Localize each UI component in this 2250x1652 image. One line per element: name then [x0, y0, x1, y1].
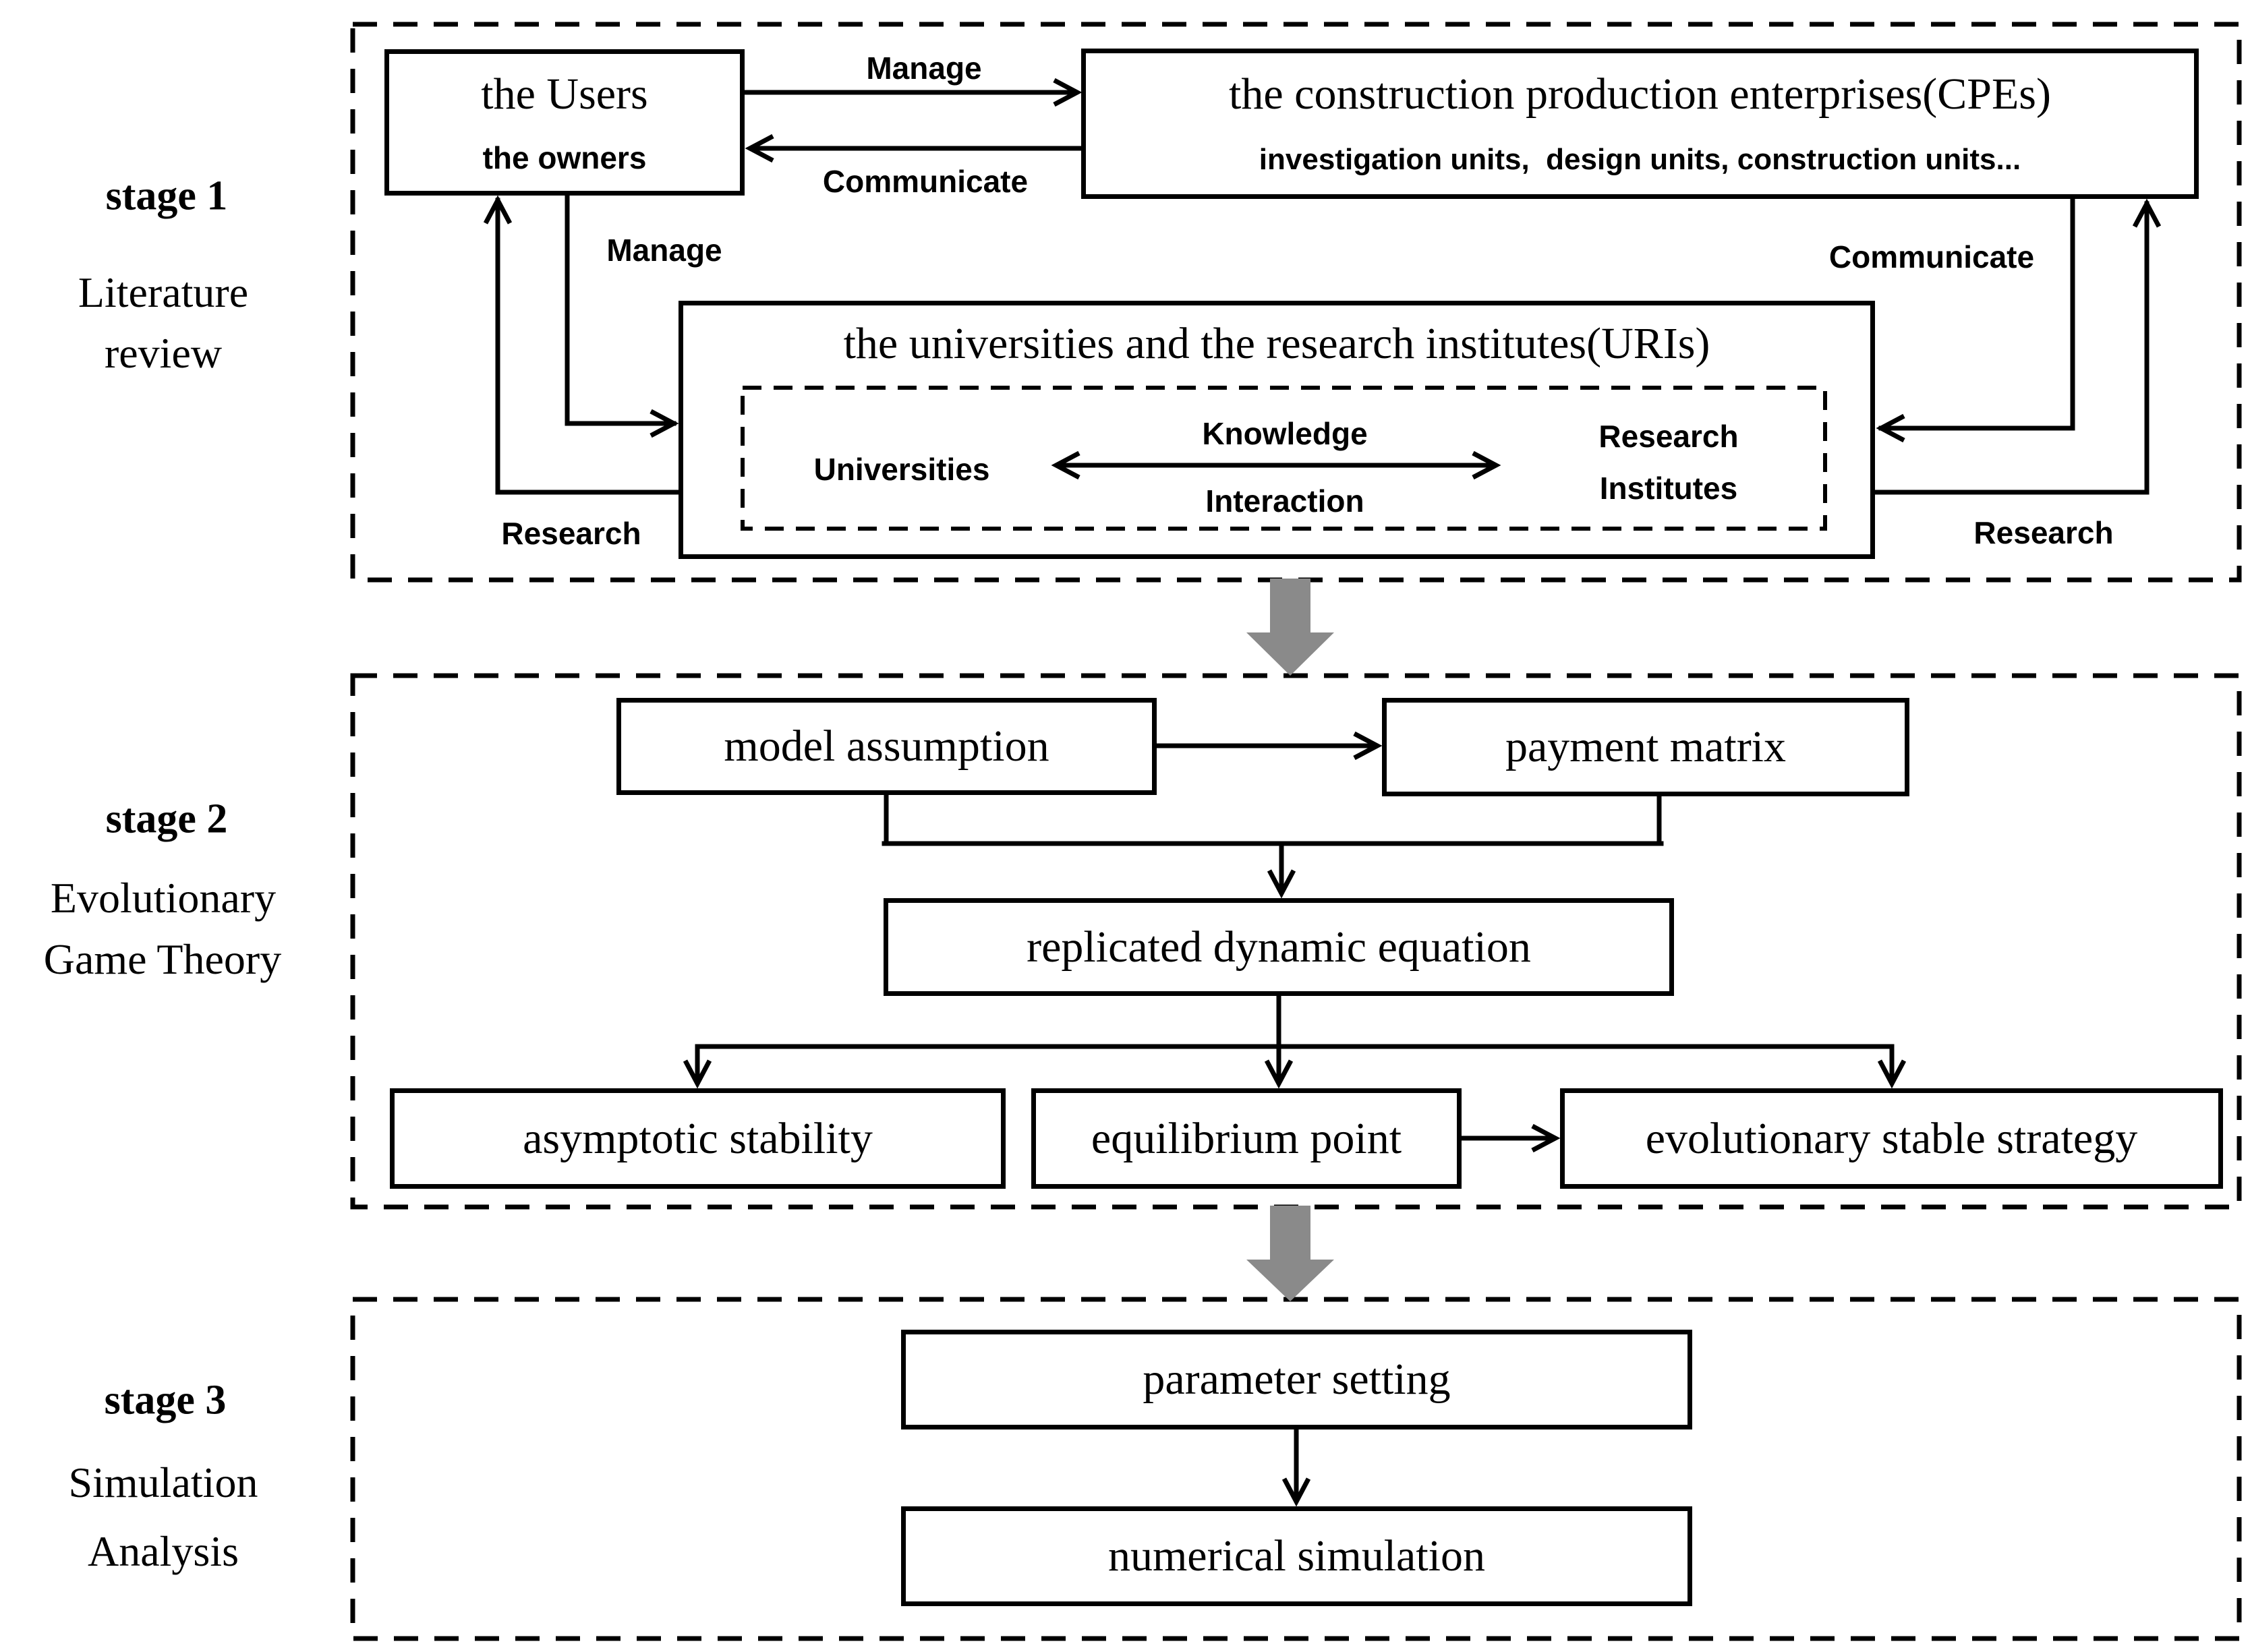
model-assumption-title: model assumption [724, 721, 1049, 771]
cpes-box-subtitle: investigation units, design units, const… [1259, 143, 2021, 177]
stage3-label: stage 3 [104, 1377, 227, 1423]
research-institutes-line1: Research [1598, 419, 1739, 454]
users-box-title: the Users [481, 69, 648, 119]
asymptotic-stability-title: asymptotic stability [523, 1113, 873, 1163]
stage1-to-stage2-arrow-icon [1246, 579, 1334, 676]
cpes-box-title: the construction production enterprises(… [1229, 69, 2051, 119]
replicated-dynamic-equation-box: replicated dynamic equation [884, 898, 1674, 996]
stage1-label: stage 1 [105, 173, 228, 219]
stage1-sublabel-line1: Literature [78, 268, 249, 316]
stage2-sublabel-line1: Evolutionary [50, 874, 277, 922]
stage3-sublabel-line1: Simulation [68, 1458, 258, 1506]
numerical-simulation-title: numerical simulation [1107, 1531, 1486, 1581]
communicate-right-label: Communicate [1828, 239, 2035, 274]
cpes-box: the construction production enterprises(… [1081, 49, 2199, 199]
communicate-right-arrow [1876, 198, 2075, 443]
uris-box-title: the universities and the research instit… [843, 319, 1710, 368]
equilibrium-point-title: equilibrium point [1091, 1113, 1402, 1163]
evolutionary-stable-strategy-box: evolutionary stable strategy [1560, 1088, 2223, 1189]
parameter-setting-box: parameter setting [901, 1330, 1692, 1429]
research-institutes-line2: Institutes [1599, 471, 1738, 506]
replicated-dynamic-equation-title: replicated dynamic equation [1027, 922, 1531, 972]
stage2-to-stage3-arrow-icon [1246, 1206, 1334, 1301]
universities-label: Universities [813, 452, 990, 487]
model-assumption-box: model assumption [616, 698, 1157, 795]
knowledge-label: Knowledge [1202, 416, 1368, 451]
communicate-top-label: Communicate [822, 164, 1029, 199]
asymptotic-stability-box: asymptotic stability [390, 1088, 1006, 1189]
research-institutes-label: Research Institutes [1598, 411, 1738, 514]
stage2-sublabel-line2: Game Theory [43, 935, 282, 983]
stage2-label: stage 2 [105, 796, 228, 842]
equilibrium-point-box: equilibrium point [1031, 1088, 1462, 1189]
manage-top-label: Manage [866, 51, 982, 86]
evolutionary-stable-strategy-title: evolutionary stable strategy [1645, 1113, 2138, 1163]
users-box: the Users the owners [384, 49, 745, 196]
stage3-sublabel-line2: Analysis [88, 1527, 239, 1575]
interaction-label: Interaction [1205, 483, 1364, 519]
research-right-label: Research [1973, 515, 2114, 550]
payment-matrix-box: payment matrix [1382, 698, 1909, 796]
research-left-label: Research [501, 516, 641, 551]
payment-matrix-title: payment matrix [1505, 722, 1787, 772]
users-box-subtitle: the owners [482, 140, 647, 175]
numerical-simulation-box: numerical simulation [901, 1506, 1692, 1606]
parameter-setting-title: parameter setting [1143, 1355, 1451, 1405]
stage1-sublabel-line2: review [104, 329, 223, 377]
manage-mid-label: Manage [606, 233, 722, 268]
